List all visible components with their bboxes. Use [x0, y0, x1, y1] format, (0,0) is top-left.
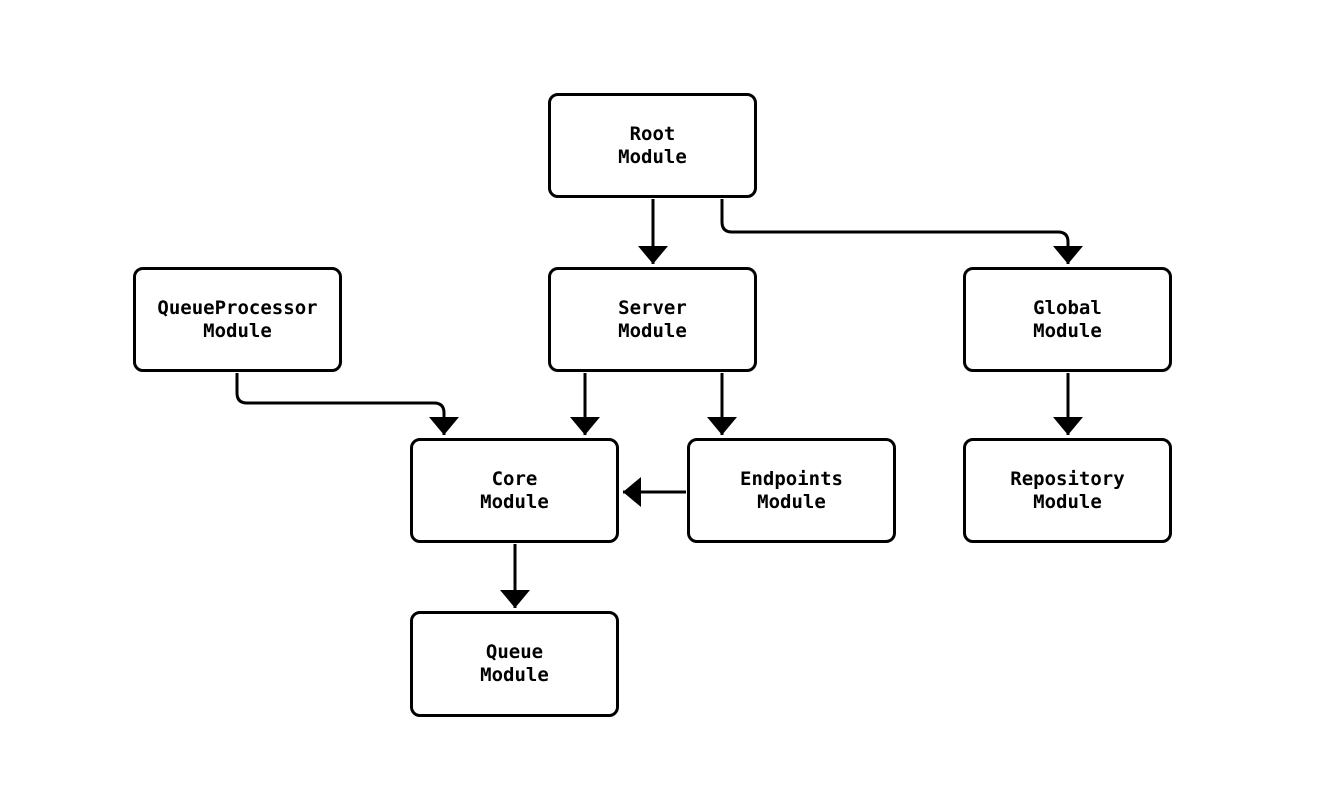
node-endpoints-module-label: Endpoints Module: [740, 467, 843, 513]
node-global-module: Global Module: [963, 267, 1172, 372]
node-queueprocessor-module: QueueProcessor Module: [133, 267, 342, 372]
edge-root-to-global-arrow: [720, 199, 1083, 264]
edge-queueprocessor-to-core-arrow: [235, 373, 459, 435]
node-queueprocessor-module-label: QueueProcessor Module: [157, 296, 318, 342]
node-root-module-label: Root Module: [618, 122, 687, 168]
node-core-module: Core Module: [410, 438, 619, 543]
node-endpoints-module: Endpoints Module: [687, 438, 896, 543]
node-queue-module-label: Queue Module: [480, 641, 549, 686]
node-global-module-label: Global Module: [1033, 296, 1102, 342]
node-server-module: Server Module: [548, 267, 757, 372]
node-root-module: Root Module: [548, 93, 757, 198]
node-queue-module: Queue Module: [410, 611, 619, 717]
node-core-module-label: Core Module: [480, 467, 549, 513]
node-repository-module-label: Repository Module: [1010, 467, 1125, 513]
node-server-module-label: Server Module: [618, 296, 687, 342]
node-repository-module: Repository Module: [963, 438, 1172, 543]
